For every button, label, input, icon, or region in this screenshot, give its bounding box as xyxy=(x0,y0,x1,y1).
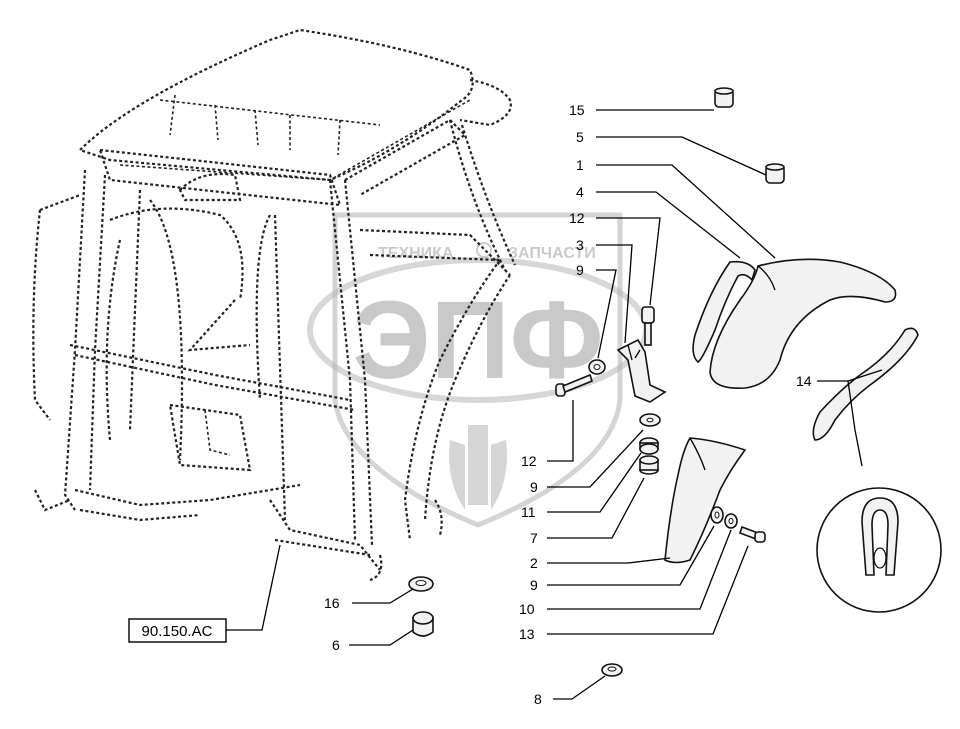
callout-labels: 15 5 1 4 12 3 9 14 12 9 11 7 2 9 10 13 1… xyxy=(324,102,812,707)
washer-part-8 xyxy=(601,663,623,677)
callout-6: 6 xyxy=(332,637,340,653)
callout-2: 2 xyxy=(530,555,538,571)
washer-part-9-lower xyxy=(710,506,724,524)
cab-frame xyxy=(32,28,516,582)
spacer-part-11 xyxy=(639,437,659,455)
bracket-part-3 xyxy=(616,338,667,403)
callout-14: 14 xyxy=(796,373,812,389)
callout-9-lower: 9 xyxy=(530,577,538,593)
washer-part-9-upper xyxy=(588,359,606,375)
callout-5: 5 xyxy=(576,129,584,145)
mudguard-part-2 xyxy=(664,437,747,564)
washer-part-9-mid xyxy=(639,413,661,427)
washer-part-10 xyxy=(724,513,738,529)
bolt-part-13 xyxy=(738,525,766,543)
callout-7: 7 xyxy=(530,530,538,546)
callout-12-lower: 12 xyxy=(521,453,537,469)
trim-strip-part-14 xyxy=(812,327,942,613)
cap-part-15 xyxy=(714,87,734,108)
callout-3: 3 xyxy=(576,237,584,253)
washer-part-16 xyxy=(408,576,434,592)
rubber-mount-part-7 xyxy=(639,455,659,475)
callout-4: 4 xyxy=(576,184,584,200)
callout-11: 11 xyxy=(521,504,536,520)
cap-part-5 xyxy=(765,163,785,184)
callout-13: 13 xyxy=(519,626,535,642)
watermark: ТЕХНИКА ЗАПЧАСТИ ЭПФ xyxy=(307,212,649,528)
edge-trim-part-4 xyxy=(692,260,756,363)
watermark-text-right: ЗАПЧАСТИ xyxy=(508,245,596,262)
callout-16: 16 xyxy=(324,595,340,611)
callout-8: 8 xyxy=(534,691,542,707)
bolt-part-12-lower xyxy=(555,373,593,397)
callout-1: 1 xyxy=(576,157,584,173)
watermark-logo-text: ЭПФ xyxy=(352,279,603,402)
reference-box-label: 90.150.AC xyxy=(142,623,213,640)
callout-9-mid: 9 xyxy=(530,479,538,495)
bolt-part-12-upper xyxy=(641,306,655,346)
leader-lines xyxy=(226,109,883,700)
bump-stop-part-6 xyxy=(412,611,434,637)
fender-part-1 xyxy=(709,258,897,389)
callout-10: 10 xyxy=(519,601,535,617)
watermark-text-left: ТЕХНИКА xyxy=(378,245,454,262)
reference-box[interactable]: 90.150.AC xyxy=(128,618,227,643)
callout-15: 15 xyxy=(569,102,585,118)
callout-9-upper: 9 xyxy=(576,262,584,278)
callout-12-upper: 12 xyxy=(569,210,585,226)
